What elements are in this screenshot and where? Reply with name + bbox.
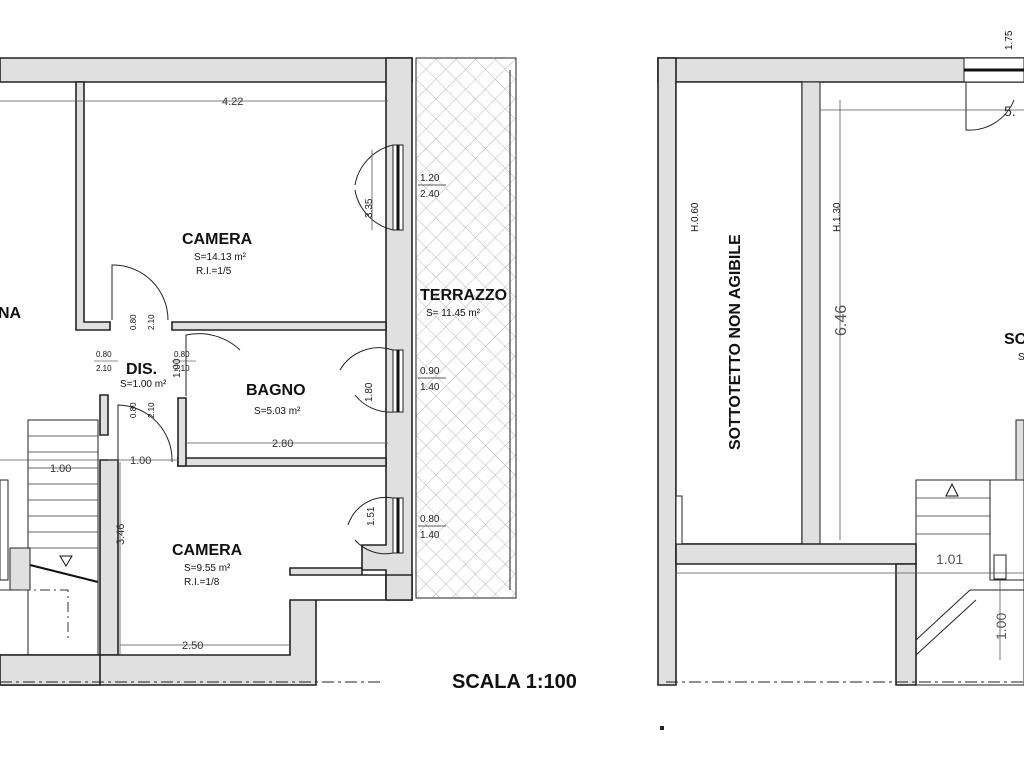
room-camera1-area: S=14.13 m² (194, 252, 247, 263)
stair-right (915, 419, 1024, 686)
room-bagno-area: S=5.03 m² (254, 406, 301, 417)
dim-camera1-small: 3.35 (364, 198, 375, 218)
room-name-cut: NA (0, 305, 22, 322)
room-dis-area: S=1.00 m² (120, 379, 167, 390)
wall-camera1-bottom (171, 321, 387, 331)
right-stair-w: 1.01 (936, 551, 963, 567)
dim-dis-width: 1.00 (130, 455, 151, 467)
dim-camera2-width: 2.50 (182, 640, 203, 652)
window-1-w: 1.20 (420, 173, 440, 184)
right-plan (657, 57, 1024, 686)
dim-camera2-height: 3.46 (115, 524, 127, 545)
dim-camera2-small: 1.51 (366, 506, 377, 526)
door-swing-camera2 (117, 404, 173, 463)
door-4-w: 0.80 (174, 350, 190, 359)
room-bagno-name: BAGNO (246, 382, 306, 399)
window-3-w: 0.80 (420, 514, 440, 525)
right-room-cut: SO (1004, 331, 1024, 348)
door-3-w: 0.80 (129, 402, 138, 418)
stair-left (0, 419, 99, 656)
sottotetto-box (675, 81, 803, 545)
right-width-cut: 5. (1004, 103, 1016, 119)
room-camera2-area: S=9.55 m² (184, 563, 231, 574)
right-lower-block (895, 563, 917, 686)
wall-top (0, 57, 413, 83)
room-camera1-ri: R.I.=1/5 (196, 266, 232, 277)
dim-bagno-small: 1.80 (364, 382, 375, 402)
wall-camera2-left (99, 459, 119, 656)
dim-dis-height: 1.00 (172, 358, 183, 378)
sottotetto-label: SOTTOTETTO NON AGIBILE (727, 234, 744, 450)
right-room-area-cut: S (1018, 352, 1024, 363)
height-h1: H.0.60 (690, 202, 701, 232)
height-h2: H.1.30 (832, 202, 843, 232)
right-mid-wall (675, 543, 917, 565)
window-2-h: 1.40 (420, 382, 440, 393)
door-2-h: 2.10 (96, 364, 112, 373)
right-wall-left (657, 57, 677, 686)
door-4-h: 2.10 (174, 364, 190, 373)
door-3-h: 2.10 (147, 402, 156, 418)
window-2-w: 0.90 (420, 366, 440, 377)
door-swing-bagno (185, 333, 241, 396)
dim-top-width: 4.22 (222, 96, 243, 108)
door-2-w: 0.80 (96, 350, 112, 359)
wall-camera1-left (75, 81, 111, 331)
window-1-h: 2.40 (420, 189, 440, 200)
right-top-dim: 1.75 (1004, 30, 1015, 50)
door-swing-camera1 (111, 264, 169, 321)
right-height-dim: 6.46 (833, 305, 850, 336)
room-camera2-name: CAMERA (172, 542, 243, 559)
room-dis-name: DIS. (126, 361, 157, 378)
door-1-w: 0.80 (129, 314, 138, 330)
room-terrazzo-area: S= 11.45 m² (426, 308, 481, 319)
window-3-h: 1.40 (420, 530, 440, 541)
room-terrazzo-name: TERRAZZO (420, 287, 507, 304)
window-3 (347, 496, 404, 555)
wall-bagno-bottom (177, 457, 387, 467)
left-plan (0, 57, 517, 686)
dim-bagno-width: 2.80 (272, 438, 293, 450)
window-1 (354, 144, 404, 231)
wall-camera2-bottom (0, 567, 413, 686)
room-camera2-ri: R.I.=1/8 (184, 577, 220, 588)
room-camera1-name: CAMERA (182, 231, 253, 248)
wall-bottom-left (0, 654, 101, 686)
wall-dis-left (99, 394, 109, 436)
window-2 (339, 347, 404, 413)
scale-label: SCALA 1:100 (452, 671, 577, 693)
wall-bagno-left (177, 397, 187, 467)
dim-stair-left: 1.00 (50, 463, 71, 475)
door-1-h: 2.10 (147, 314, 156, 330)
right-stair-h: 1.00 (993, 613, 1009, 640)
